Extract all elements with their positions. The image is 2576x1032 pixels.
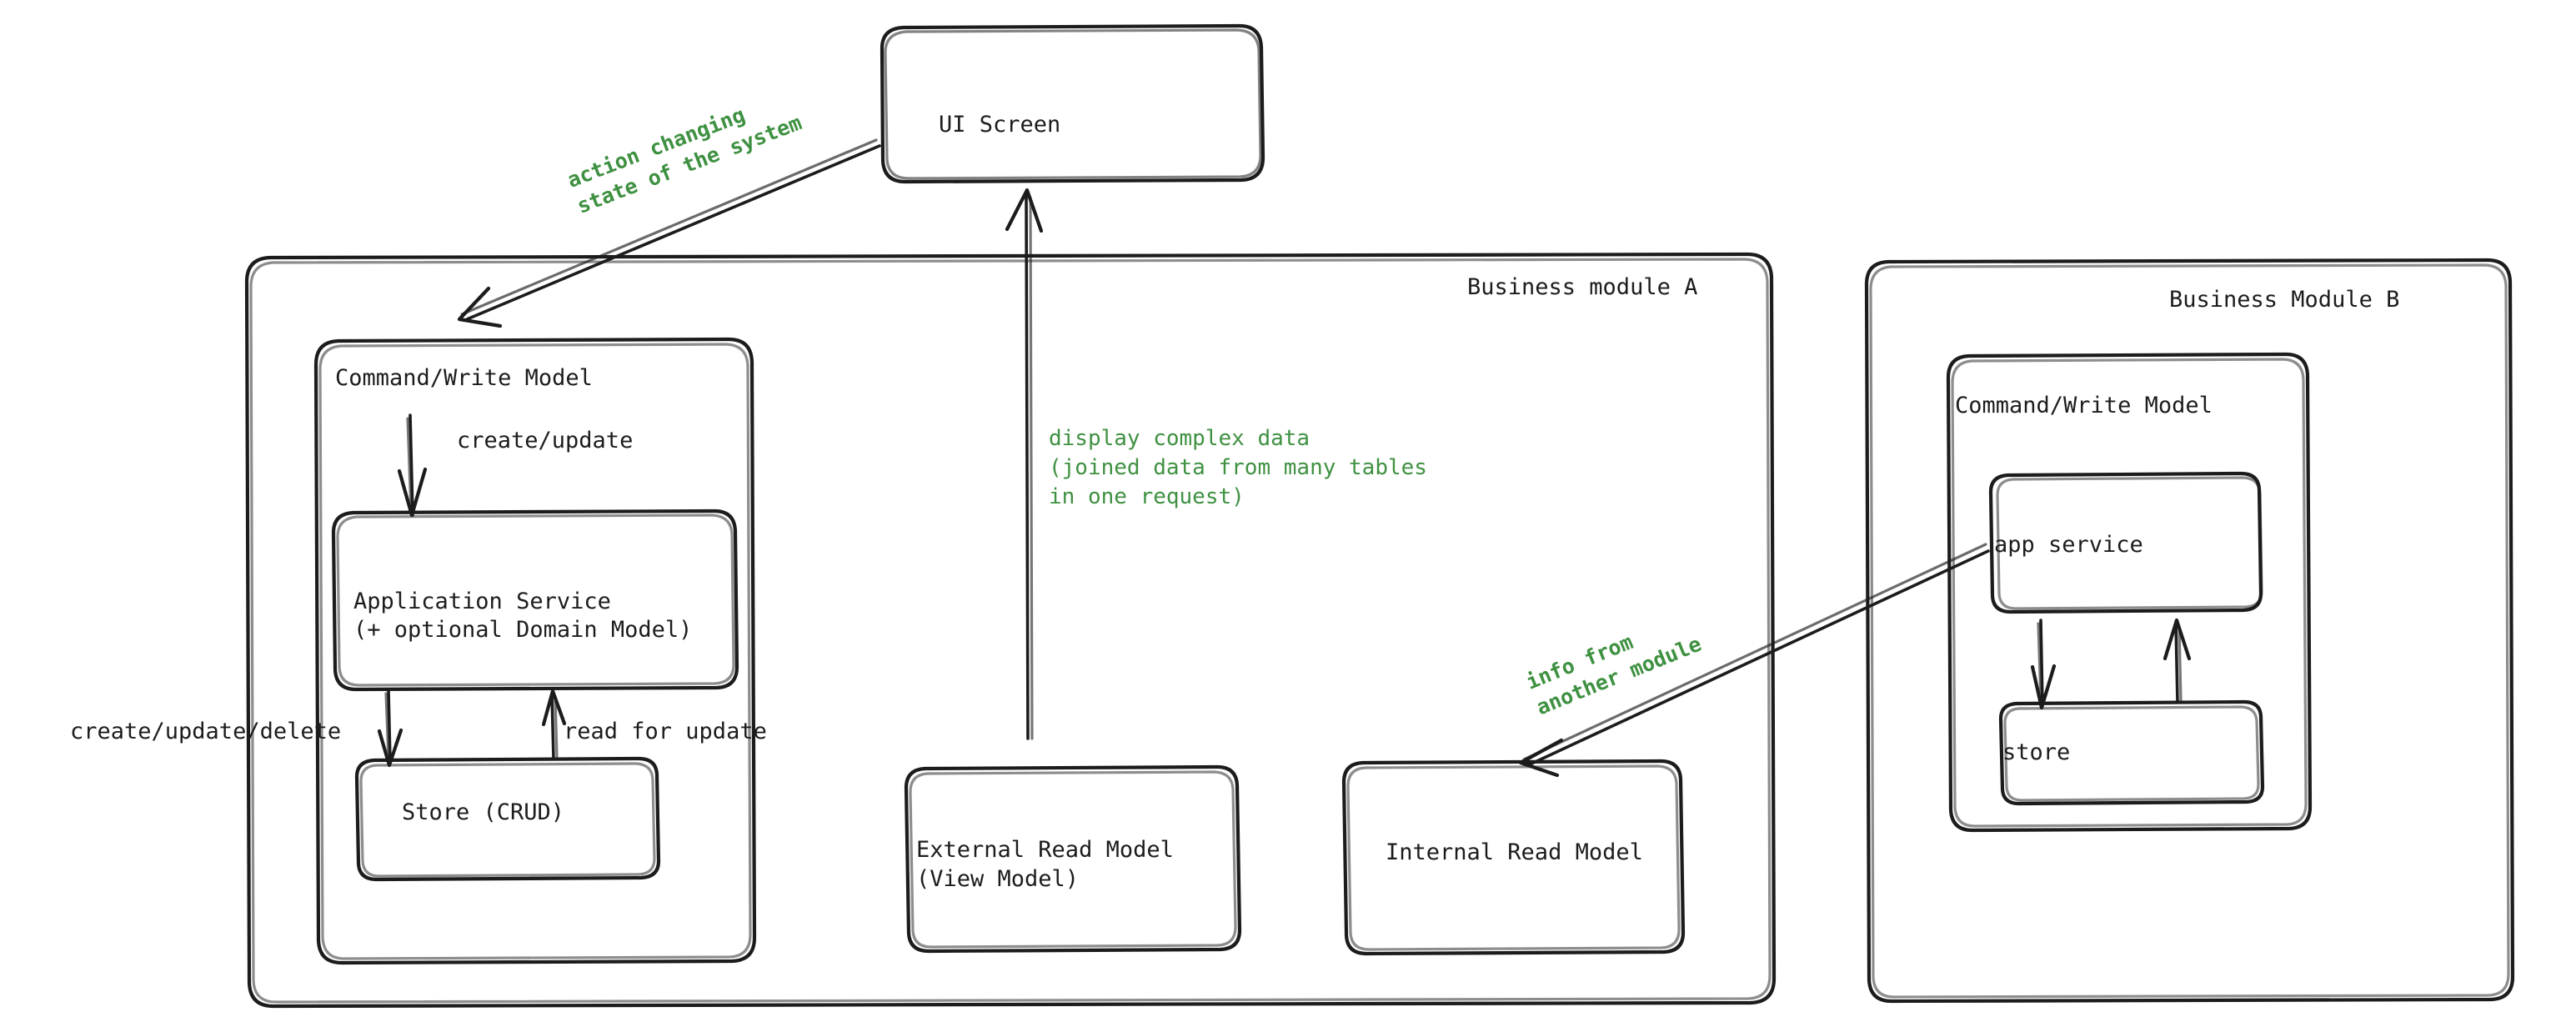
external-read-model-label-line1: External Read Model bbox=[916, 837, 1174, 863]
arrow-create-update-delete bbox=[377, 689, 403, 768]
module-b-store-label: store bbox=[2002, 739, 2071, 765]
module-a-application-service-label-line1: Application Service bbox=[353, 589, 611, 614]
module-a-command-write-model-label: Command/Write Model bbox=[335, 365, 593, 391]
module-b-command-write-model-label: Command/Write Model bbox=[1955, 393, 2213, 418]
annotation-display-complex-data: display complex data (joined data from m… bbox=[1049, 425, 1427, 509]
create-update-delete-label: create/update/delete bbox=[70, 719, 342, 744]
module-b-app-service-box[interactable] bbox=[1988, 471, 2263, 614]
annotation-display-complex-data-line3: in one request) bbox=[1049, 484, 1245, 509]
module-a-application-service-box[interactable] bbox=[331, 508, 739, 692]
ui-screen-box[interactable] bbox=[880, 23, 1265, 184]
arrow-read-for-update bbox=[541, 689, 567, 760]
annotation-display-complex-data-line2: (joined data from many tables bbox=[1049, 455, 1427, 480]
business-module-b-label: Business Module B bbox=[2169, 287, 2400, 313]
arrow-external-read-model-to-ui-screen bbox=[1005, 188, 1044, 740]
arrow-create-update bbox=[397, 413, 428, 518]
annotation-action-changing-state: action changing state of the system bbox=[564, 103, 804, 221]
business-module-b-box[interactable] bbox=[1864, 258, 2515, 1004]
internal-read-model-label: Internal Read Model bbox=[1386, 839, 1643, 865]
business-module-a-box[interactable] bbox=[244, 252, 1777, 1009]
external-read-model-label-line2: (View Model) bbox=[916, 866, 1080, 892]
module-a-application-service-label-line2: (+ optional Domain Model) bbox=[353, 617, 693, 643]
read-for-update-label: read for update bbox=[564, 719, 767, 744]
module-a-command-write-model-box[interactable] bbox=[313, 337, 757, 965]
annotation-display-complex-data-line1: display complex data bbox=[1049, 426, 1311, 451]
module-a-store-box[interactable] bbox=[354, 756, 661, 882]
arrow-ui-screen-to-command-model bbox=[457, 138, 881, 328]
arrow-module-b-app-service-to-store bbox=[2030, 619, 2057, 710]
external-read-model-box[interactable] bbox=[904, 764, 1242, 954]
module-b-app-service-label: app service bbox=[1994, 532, 2143, 558]
module-b-store-box[interactable] bbox=[1998, 699, 2265, 806]
module-b-command-write-model-box[interactable] bbox=[1946, 352, 2313, 833]
arrow-module-b-store-to-app-service bbox=[2163, 618, 2192, 704]
create-update-label: create/update bbox=[457, 428, 634, 453]
module-a-store-label: Store (CRUD) bbox=[402, 799, 565, 825]
internal-read-model-box[interactable] bbox=[1341, 759, 1686, 956]
business-module-a-label: Business module A bbox=[1467, 274, 1698, 300]
annotation-info-from-another-module: info from another module bbox=[1522, 629, 1705, 723]
ui-screen-label: UI Screen bbox=[939, 112, 1061, 138]
arrow-module-b-to-internal-read-model bbox=[1518, 543, 1990, 778]
